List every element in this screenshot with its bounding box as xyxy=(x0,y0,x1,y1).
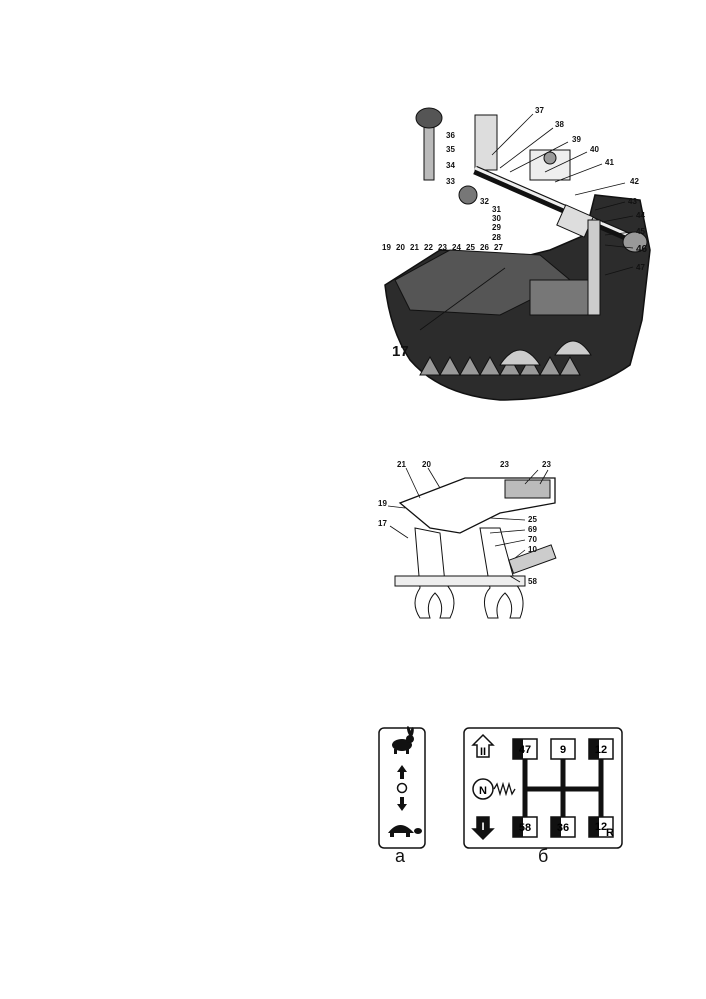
callout-20: 20 xyxy=(396,243,405,252)
callout-44: 44 xyxy=(636,211,645,220)
arrow-up-icon xyxy=(397,765,407,779)
shift-rod xyxy=(473,165,637,245)
range-plate-frame xyxy=(378,727,426,849)
gate-bottom-3-sub: R xyxy=(606,827,614,839)
gate-box-bottom-3: 12 R xyxy=(588,816,614,839)
spring-icon xyxy=(493,781,516,797)
range-low-icon: I xyxy=(471,816,495,841)
callout-38: 38 xyxy=(555,120,564,129)
turtle-icon xyxy=(388,825,422,837)
callout-26: 26 xyxy=(480,243,489,252)
callout2-21: 21 xyxy=(397,460,406,469)
callout2-23b: 23 xyxy=(542,460,551,469)
shift-rail-block xyxy=(529,279,591,316)
callout2-58: 58 xyxy=(528,577,537,586)
callout2-19: 19 xyxy=(378,499,387,508)
callout2-70: 70 xyxy=(528,535,537,544)
gate-top-3-label: 12 xyxy=(595,744,607,756)
gate-box-top-2: 9 xyxy=(550,738,576,760)
callout-19: 19 xyxy=(382,243,391,252)
bracket-bolt xyxy=(543,151,557,165)
neutral-label: N xyxy=(479,785,487,797)
callout2-23a: 23 xyxy=(500,460,509,469)
callout-29: 29 xyxy=(492,223,501,232)
callout-21: 21 xyxy=(410,243,419,252)
gear-lever-knob xyxy=(415,107,443,129)
gate-top-2-label: 9 xyxy=(560,744,566,756)
gate-box-top-1: 47 xyxy=(512,738,538,760)
gate-bottom-1-label: 58 xyxy=(519,822,531,834)
callout-28: 28 xyxy=(492,233,501,242)
figure-shift-forks: 21 20 23 23 19 25 69 17 70 10 58 xyxy=(370,458,570,628)
callout-40: 40 xyxy=(590,145,599,154)
gear-teeth xyxy=(419,340,592,377)
callout-25: 25 xyxy=(466,243,475,252)
figure-gearbox-cutaway: 37 38 39 40 41 42 43 44 45 46 47 36 35 3… xyxy=(380,100,670,410)
gate-box-bottom-1: 58 xyxy=(512,816,538,838)
fork-left xyxy=(414,527,455,619)
gear-lever-shaft xyxy=(423,119,435,181)
gate-box-bottom-2: 36 xyxy=(550,816,576,838)
callout-37: 37 xyxy=(535,106,544,115)
callout2-69: 69 xyxy=(528,525,537,534)
lever-bracket xyxy=(474,114,498,171)
selector-end-cap xyxy=(622,231,648,253)
arrow-down-icon xyxy=(397,797,407,811)
figure-shift-pattern: II I N 47 9 12 xyxy=(463,727,623,849)
rail-rod xyxy=(394,575,526,587)
callout-39: 39 xyxy=(572,135,581,144)
range-low-label: I xyxy=(481,821,484,833)
callout-43: 43 xyxy=(628,197,637,206)
rod-stub xyxy=(508,544,557,575)
callout-24: 24 xyxy=(452,243,461,252)
shift-rod-highlight xyxy=(474,166,636,240)
callout2-17: 17 xyxy=(378,519,387,528)
callout-31: 31 xyxy=(492,205,501,214)
rail-block xyxy=(504,479,551,499)
callout-46: 46 xyxy=(636,244,648,255)
leader-lines-2 xyxy=(387,467,549,583)
callout-17: 17 xyxy=(392,343,409,360)
gate-box-top-3: 12 xyxy=(588,738,614,760)
neutral-icon xyxy=(472,778,494,800)
gate-bottom-2-label: 36 xyxy=(557,822,569,834)
callout-34: 34 xyxy=(446,161,455,170)
callout-42: 42 xyxy=(630,177,639,186)
callout2-20: 20 xyxy=(422,460,431,469)
callout2-25: 25 xyxy=(528,515,537,524)
caption-a: а xyxy=(395,846,406,866)
gate-top-1-label: 47 xyxy=(519,744,531,756)
callout-41: 41 xyxy=(605,158,614,167)
callout-32: 32 xyxy=(480,197,489,206)
callout-47: 47 xyxy=(636,263,645,272)
range-high-label: II xyxy=(480,746,486,758)
callout-27: 27 xyxy=(494,243,503,252)
gate-bottom-3-label: 12 xyxy=(595,821,607,833)
figure-range-plate xyxy=(378,726,426,849)
callout-45: 45 xyxy=(636,227,645,236)
neutral-circle-icon xyxy=(396,782,408,794)
callout-30: 30 xyxy=(492,214,501,223)
callout-36: 36 xyxy=(446,131,455,140)
range-high-icon: II xyxy=(471,733,495,758)
callout-35: 35 xyxy=(446,145,455,154)
bolt-33 xyxy=(458,185,478,205)
callout-22: 22 xyxy=(424,243,433,252)
rabbit-icon xyxy=(392,726,414,754)
vertical-selector xyxy=(587,219,601,316)
fork-right xyxy=(479,527,524,619)
callout2-10: 10 xyxy=(528,545,537,554)
caption-b: б xyxy=(538,846,549,866)
shift-gate xyxy=(522,746,604,830)
callout-33: 33 xyxy=(446,177,455,186)
callout-23: 23 xyxy=(438,243,447,252)
leader-lines xyxy=(419,113,634,331)
